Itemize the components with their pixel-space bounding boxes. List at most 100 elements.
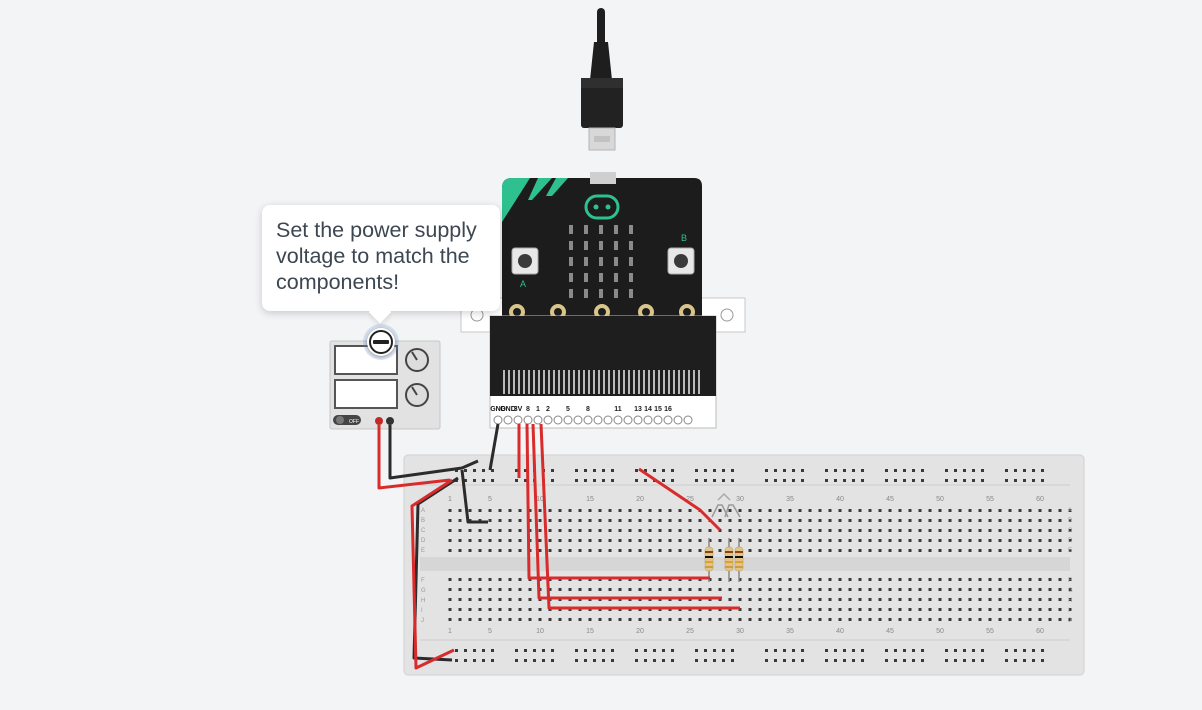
breadboard-hole[interactable] (1038, 519, 1042, 522)
breadboard-hole[interactable] (748, 549, 752, 552)
breadboard-hole[interactable] (468, 578, 472, 581)
breadboard-hole[interactable] (1005, 469, 1008, 472)
breadboard-hole[interactable] (738, 618, 742, 621)
pin-socket[interactable] (633, 415, 643, 425)
breadboard-hole[interactable] (908, 578, 912, 581)
breadboard-hole[interactable] (524, 479, 527, 482)
breadboard-hole[interactable] (838, 578, 842, 581)
breadboard-hole[interactable] (878, 618, 882, 621)
breadboard-hole[interactable] (774, 469, 777, 472)
breadboard-hole[interactable] (818, 608, 822, 611)
breadboard-hole[interactable] (848, 509, 852, 512)
breadboard-hole[interactable] (458, 549, 462, 552)
breadboard-hole[interactable] (894, 659, 897, 662)
pin-socket[interactable] (553, 415, 563, 425)
breadboard-hole[interactable] (548, 549, 552, 552)
breadboard-hole[interactable] (878, 588, 882, 591)
breadboard-hole[interactable] (748, 519, 752, 522)
breadboard-hole[interactable] (488, 509, 492, 512)
breadboard-hole[interactable] (602, 469, 605, 472)
breadboard-hole[interactable] (1028, 519, 1032, 522)
breadboard-hole[interactable] (998, 539, 1002, 542)
breadboard-hole[interactable] (464, 479, 467, 482)
breadboard-hole[interactable] (602, 659, 605, 662)
breadboard-hole[interactable] (498, 578, 502, 581)
breadboard-hole[interactable] (668, 509, 672, 512)
breadboard-hole[interactable] (908, 519, 912, 522)
breadboard-hole[interactable] (538, 509, 542, 512)
breadboard-hole[interactable] (834, 469, 837, 472)
breadboard-hole[interactable] (578, 618, 582, 621)
breadboard-hole[interactable] (918, 588, 922, 591)
breadboard-hole[interactable] (938, 549, 942, 552)
breadboard-hole[interactable] (542, 659, 545, 662)
breadboard-hole[interactable] (888, 608, 892, 611)
breadboard-hole[interactable] (662, 479, 665, 482)
breadboard-hole[interactable] (548, 588, 552, 591)
breadboard-hole[interactable] (1048, 549, 1052, 552)
pin-socket[interactable] (593, 415, 603, 425)
breadboard-hole[interactable] (558, 618, 562, 621)
breadboard-hole[interactable] (1005, 659, 1008, 662)
breadboard-hole[interactable] (825, 479, 828, 482)
breadboard-hole[interactable] (1058, 598, 1062, 601)
breadboard-hole[interactable] (868, 608, 872, 611)
breadboard-hole[interactable] (718, 529, 722, 532)
breadboard-hole[interactable] (828, 618, 832, 621)
breadboard-hole[interactable] (778, 618, 782, 621)
breadboard-hole[interactable] (688, 539, 692, 542)
breadboard-hole[interactable] (801, 659, 804, 662)
breadboard-hole[interactable] (593, 659, 596, 662)
breadboard-hole[interactable] (738, 539, 742, 542)
breadboard-hole[interactable] (478, 618, 482, 621)
breadboard-hole[interactable] (792, 649, 795, 652)
breadboard-hole[interactable] (653, 649, 656, 652)
breadboard-hole[interactable] (778, 539, 782, 542)
breadboard-hole[interactable] (644, 469, 647, 472)
breadboard-hole[interactable] (558, 549, 562, 552)
breadboard-hole[interactable] (738, 598, 742, 601)
breadboard-hole[interactable] (1068, 618, 1072, 621)
breadboard-hole[interactable] (628, 588, 632, 591)
breadboard-hole[interactable] (963, 469, 966, 472)
breadboard-hole[interactable] (918, 519, 922, 522)
zoom-out-button[interactable] (363, 324, 399, 360)
breadboard-hole[interactable] (968, 549, 972, 552)
breadboard-hole[interactable] (808, 608, 812, 611)
breadboard-hole[interactable] (491, 479, 494, 482)
breadboard-hole[interactable] (628, 539, 632, 542)
breadboard-hole[interactable] (774, 649, 777, 652)
breadboard-hole[interactable] (878, 519, 882, 522)
breadboard-hole[interactable] (898, 578, 902, 581)
breadboard-hole[interactable] (628, 529, 632, 532)
breadboard-hole[interactable] (792, 659, 795, 662)
breadboard-hole[interactable] (593, 469, 596, 472)
breadboard-hole[interactable] (878, 509, 882, 512)
breadboard-hole[interactable] (852, 649, 855, 652)
breadboard-hole[interactable] (908, 608, 912, 611)
breadboard-hole[interactable] (972, 469, 975, 472)
breadboard-hole[interactable] (758, 529, 762, 532)
breadboard-hole[interactable] (998, 608, 1002, 611)
breadboard-hole[interactable] (908, 539, 912, 542)
breadboard-hole[interactable] (448, 539, 452, 542)
pin-socket[interactable] (533, 415, 543, 425)
breadboard-hole[interactable] (1028, 539, 1032, 542)
pin-socket[interactable] (673, 415, 683, 425)
breadboard-hole[interactable] (618, 509, 622, 512)
breadboard-hole[interactable] (903, 649, 906, 652)
breadboard-hole[interactable] (458, 618, 462, 621)
breadboard-hole[interactable] (448, 509, 452, 512)
breadboard-hole[interactable] (868, 549, 872, 552)
breadboard-hole[interactable] (698, 588, 702, 591)
breadboard-hole[interactable] (828, 519, 832, 522)
breadboard-hole[interactable] (908, 618, 912, 621)
breadboard-hole[interactable] (678, 539, 682, 542)
breadboard-hole[interactable] (868, 519, 872, 522)
breadboard-hole[interactable] (611, 649, 614, 652)
breadboard-hole[interactable] (1048, 529, 1052, 532)
breadboard-hole[interactable] (678, 618, 682, 621)
breadboard-hole[interactable] (678, 529, 682, 532)
breadboard-hole[interactable] (1041, 469, 1044, 472)
breadboard-hole[interactable] (611, 479, 614, 482)
